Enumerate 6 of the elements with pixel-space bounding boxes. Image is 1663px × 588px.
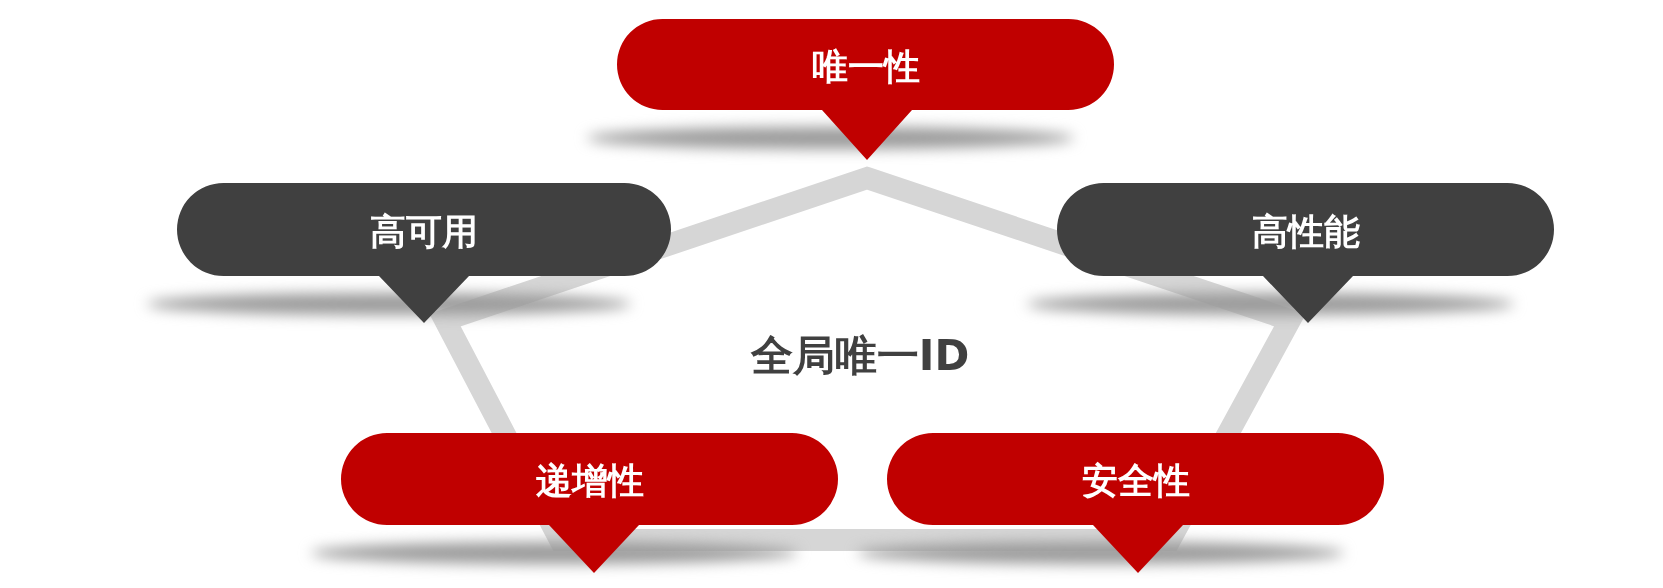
center-title: 全局唯一ID (749, 330, 971, 382)
bubble-text: 唯一性 (810, 44, 921, 89)
bubble-text: 高可用 (369, 209, 479, 254)
bubble-text: 递增性 (534, 459, 645, 503)
bubble-text: 高性能 (1250, 209, 1361, 254)
bubble-text: 安全性 (1080, 459, 1191, 503)
